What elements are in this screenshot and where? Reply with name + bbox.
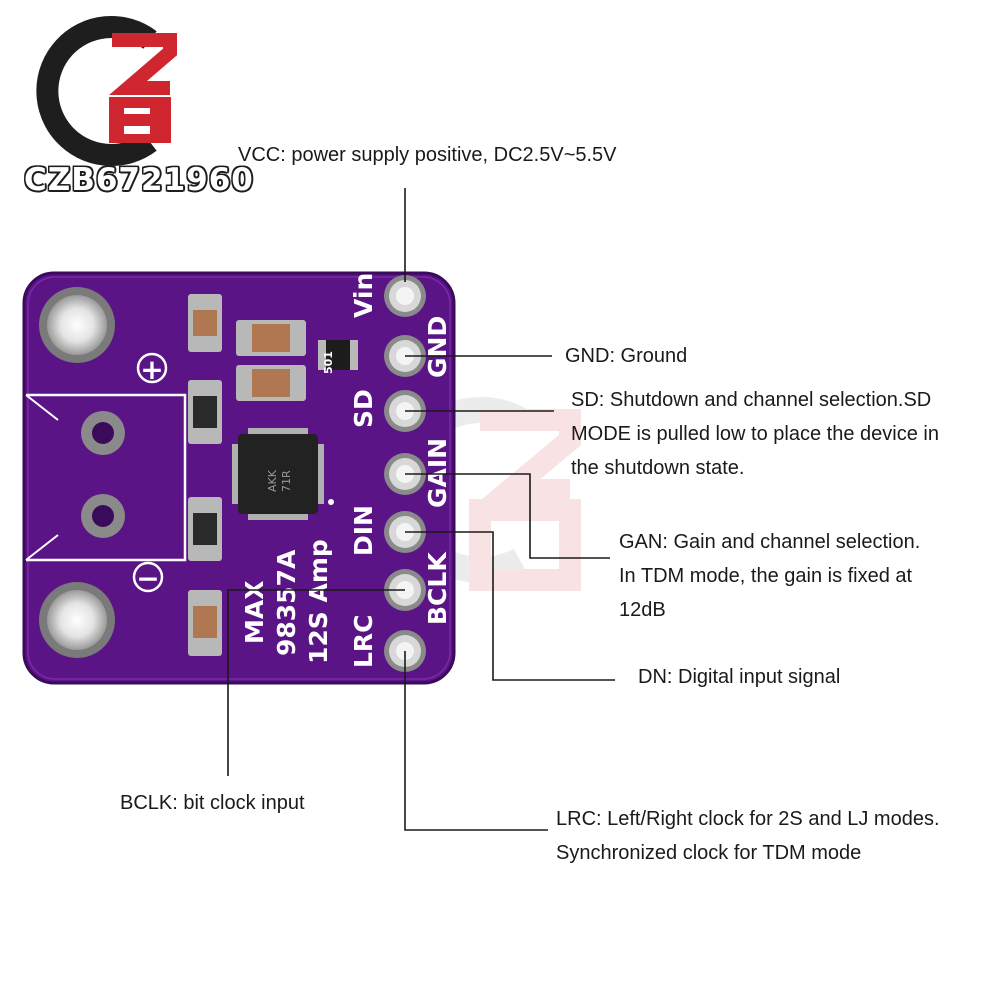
annotation-line: GAN: Gain and channel selection. <box>619 531 921 553</box>
silk-label-gain: GAIN <box>423 438 452 508</box>
callout-line-gain <box>405 473 610 559</box>
chip-name-line2: 98357A <box>272 549 301 656</box>
annotation-line: In TDM mode, the gain is fixed at <box>619 565 913 587</box>
annotation-line: BCLK: bit clock input <box>120 792 305 814</box>
callout-lines <box>227 188 615 831</box>
annotation-lrc: LRC: Left/Right clock for 2S and LJ mode… <box>556 802 940 870</box>
annotation-vcc: VCC: power supply positive, DC2.5V~5.5V <box>238 138 617 172</box>
silk-label-lrc: LRC <box>349 614 378 668</box>
ic-marking: AKK 71R <box>266 469 293 492</box>
annotation-line: MODE is pulled low to place the device i… <box>571 423 939 445</box>
silk-label-bclk: BCLK <box>423 551 452 625</box>
callout-line-din <box>405 531 615 681</box>
callout-line-bclk <box>227 589 405 776</box>
annotation-line: 12dB <box>619 599 666 621</box>
annotation-line: DN: Digital input signal <box>638 666 841 688</box>
annotation-line: Synchronized clock for TDM mode <box>556 842 862 864</box>
smd-components <box>188 294 358 656</box>
resistor-code: 501 <box>322 351 335 374</box>
ic-marking-line1: AKK <box>266 469 279 492</box>
annotation-line: LRC: Left/Right clock for 2S and LJ mode… <box>556 808 940 830</box>
silk-label-vin: Vin <box>349 273 378 318</box>
brand-logo-mark <box>36 16 177 166</box>
chip-name-line3: 12S Amp <box>304 539 333 664</box>
minus-symbol: − <box>136 562 159 595</box>
amplifier-chip <box>232 428 334 520</box>
annotation-sd: SD: Shutdown and channel selection.SD MO… <box>571 383 939 485</box>
ic-marking-line2: 71R <box>280 470 293 492</box>
annotation-gain: GAN: Gain and channel selection. In TDM … <box>619 525 920 627</box>
brand-name: CZB6721960 <box>24 162 254 198</box>
silkscreen: + − MAX 98357A 12S Amp LRC BCLK DIN GAIN… <box>136 273 452 668</box>
annotation-gnd: GND: Ground <box>565 339 687 373</box>
annotation-bclk: BCLK: bit clock input <box>120 786 305 820</box>
silk-label-din: DIN <box>349 505 378 556</box>
silk-label-sd: SD <box>349 389 378 428</box>
pin-pad-vin <box>384 275 426 317</box>
chip-name-line1: MAX <box>240 580 269 644</box>
annotation-line: GND: Ground <box>565 345 688 367</box>
silk-label-gnd: GND <box>423 316 452 378</box>
mounting-hole-top <box>39 287 115 363</box>
speaker-terminal <box>25 352 187 593</box>
mounting-hole-bottom <box>39 582 115 658</box>
plus-symbol: + <box>140 353 163 386</box>
annotation-line: the shutdown state. <box>571 457 745 479</box>
annotation-line: VCC: power supply positive, DC2.5V~5.5V <box>238 144 617 166</box>
annotation-line: SD: Shutdown and channel selection.SD <box>571 389 932 411</box>
callout-line-lrc <box>404 651 548 831</box>
annotation-din: DN: Digital input signal <box>638 660 840 694</box>
